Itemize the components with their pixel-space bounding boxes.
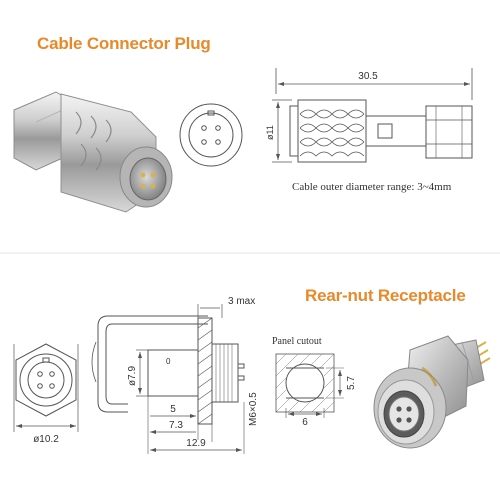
receptacle-photo <box>373 335 491 449</box>
dim-diameter-11: ø11 <box>265 125 275 140</box>
dim-diameter-10-2: ø10.2 <box>33 434 59 445</box>
dim-diameter-7-9: ø7.9 <box>127 366 138 386</box>
plug-front-view <box>179 103 243 167</box>
dim-5: 5 <box>170 404 176 415</box>
dim-3-max: 3 max <box>228 296 255 307</box>
cable-diameter-note: Cable outer diameter range: 3~4mm <box>292 181 452 193</box>
panel-cutout-label: Panel cutout <box>272 336 322 347</box>
cable-plug-title: Cable Connector Plug <box>37 34 211 53</box>
dim-overall-length: 30.5 <box>358 71 378 82</box>
receptacle-side-drawing: 3 max 0 ø7.9 5 7.3 12.9 <box>91 296 259 454</box>
plug-side-drawing: 30.5 ø11 Cable outer diameter range: 3~4… <box>265 68 473 193</box>
cable-plug-photo <box>13 91 173 213</box>
panel-width-dim: 6 <box>285 408 325 426</box>
receptacle-front-view: ø10.2 <box>13 343 79 445</box>
receptacle-title: Rear-nut Receptacle <box>305 286 466 305</box>
dim-zero-marker: 0 <box>166 357 171 366</box>
panel-cutout-drawing: Panel cutout 5.7 <box>272 336 357 413</box>
dim-7-3: 7.3 <box>169 420 183 431</box>
dim-m6-thread: M6×0.5 <box>248 392 259 426</box>
dim-panel-5-7: 5.7 <box>346 376 357 390</box>
section-divider <box>0 252 500 254</box>
dim-panel-6: 6 <box>302 417 308 426</box>
dim-12-9: 12.9 <box>186 438 206 449</box>
